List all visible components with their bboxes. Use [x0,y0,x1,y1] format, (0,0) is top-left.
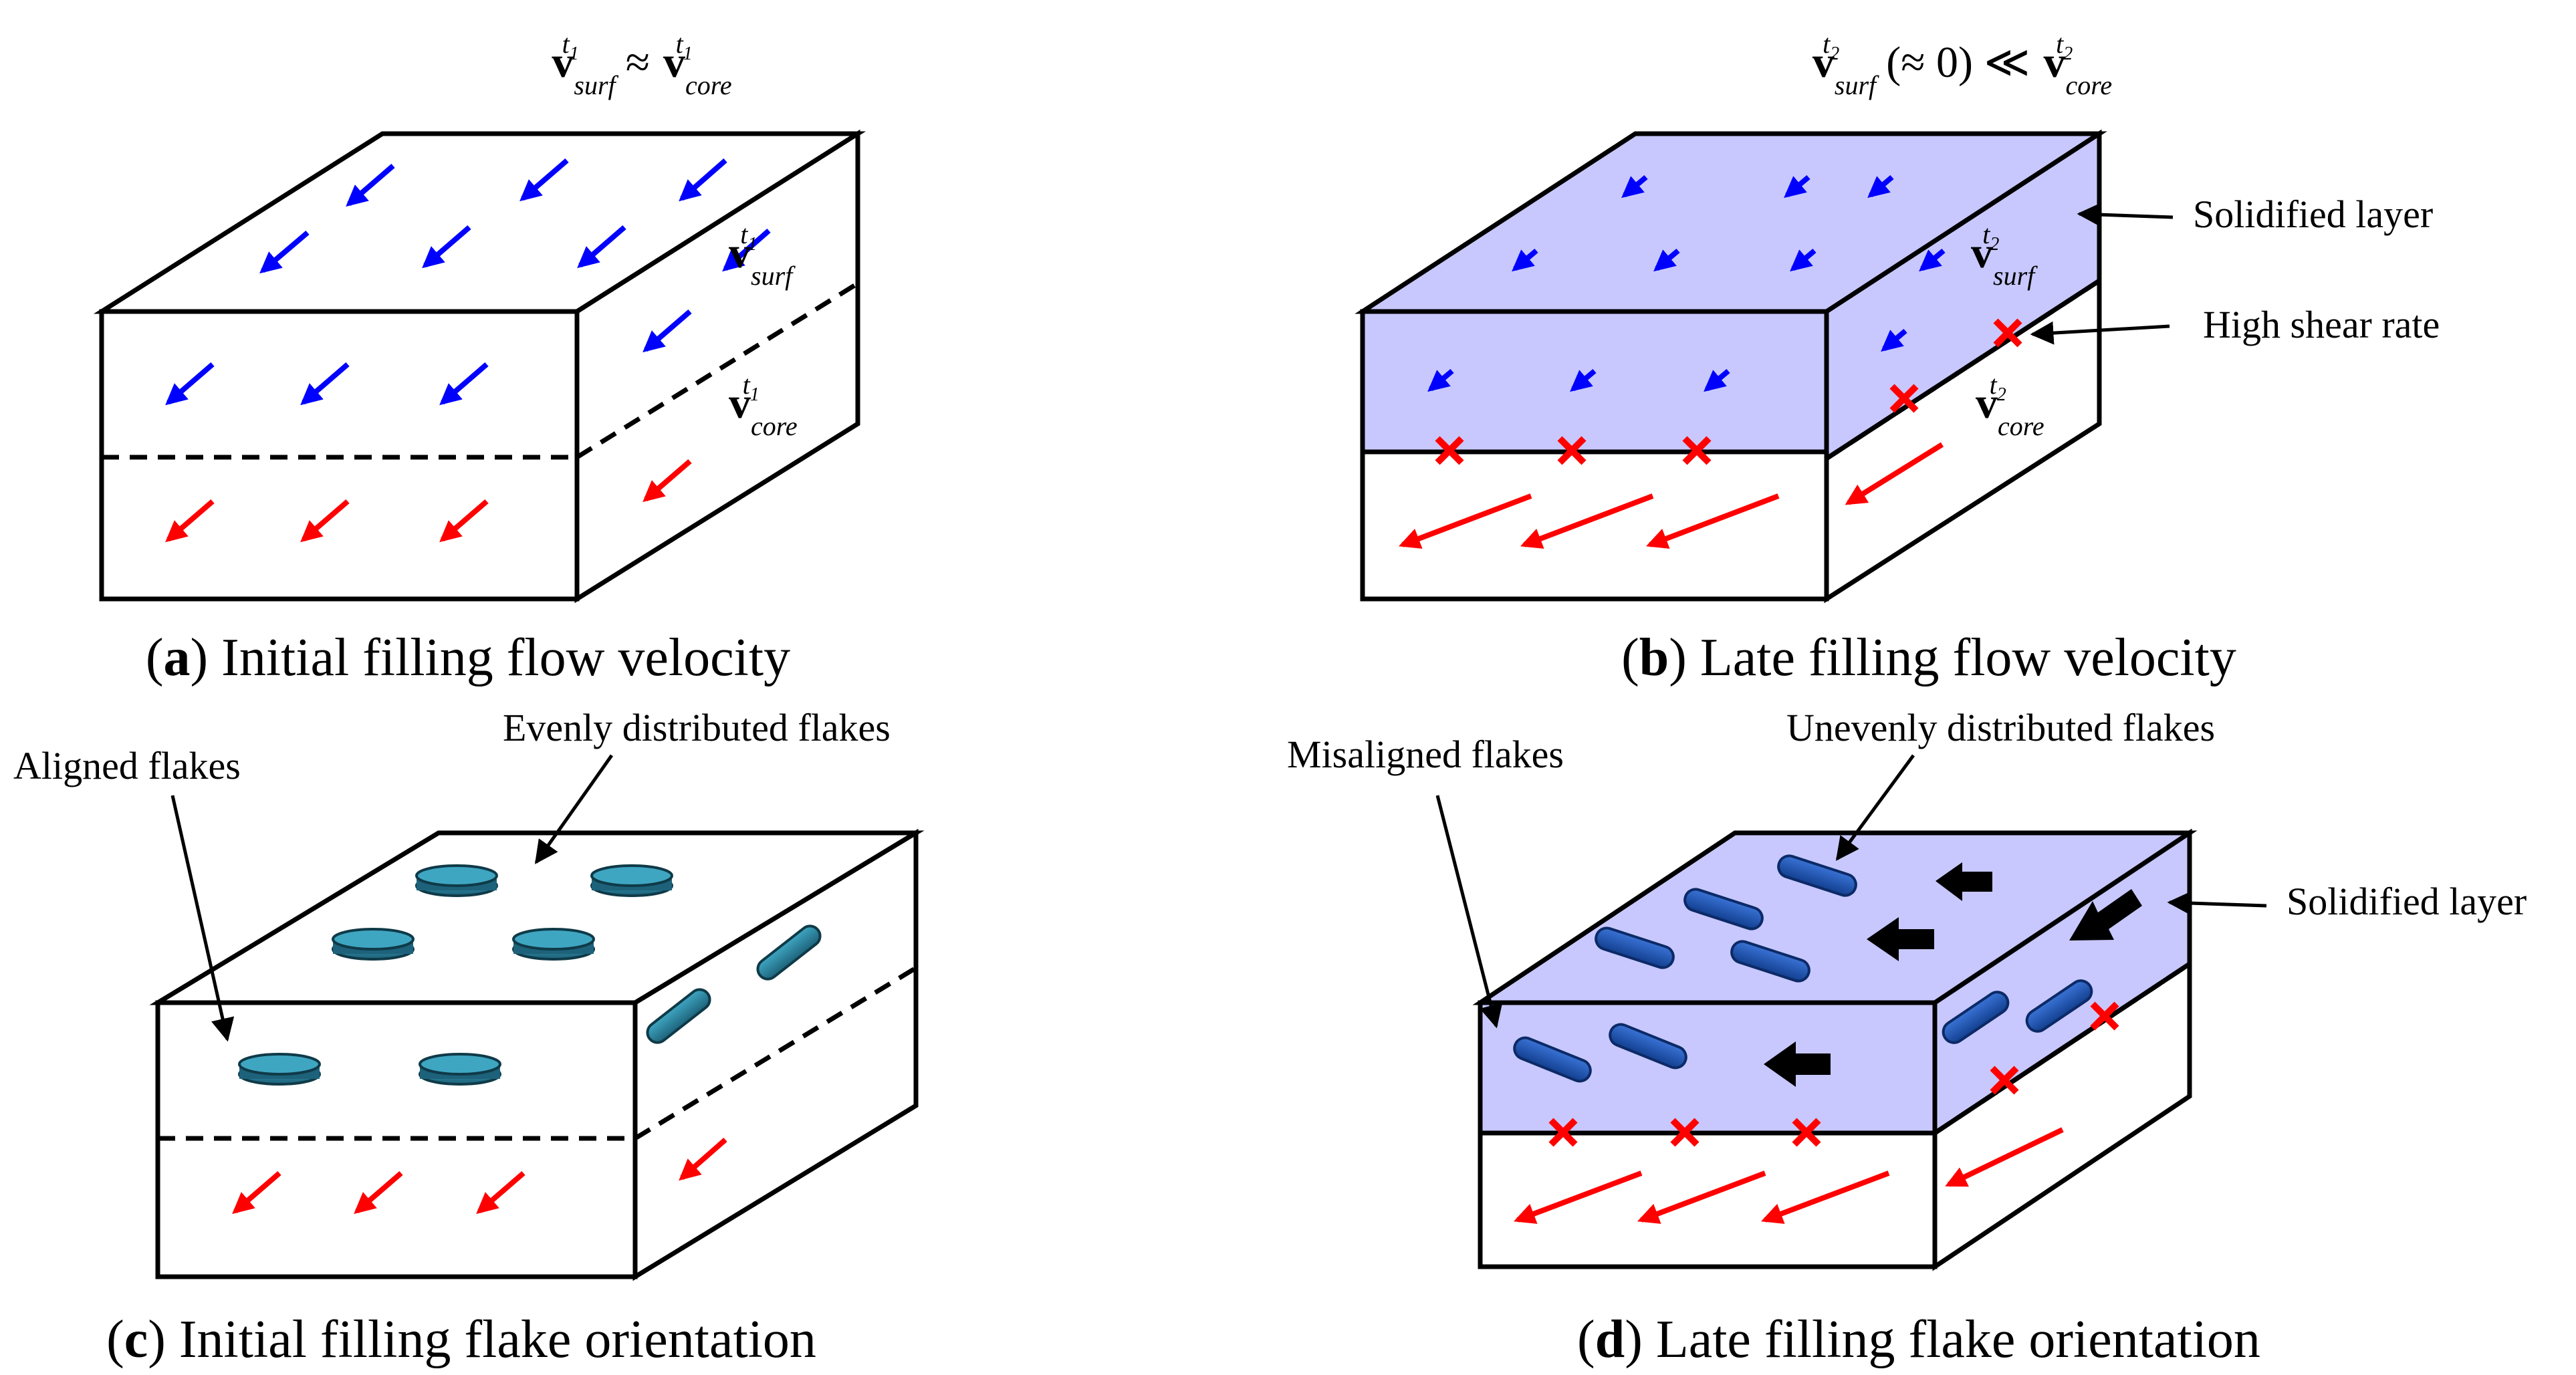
panel-d-unevenly-pointer [1835,754,1915,861]
panel-a-initial-filling-flow-velocity: vsurft1≈vcoret1 [93,29,866,687]
flake [2025,979,2093,1033]
panel-b-shear-label: High shear rate [2203,303,2440,346]
flake [1609,1023,1687,1070]
panel-d-misaligned-pointer [1435,795,1503,1029]
panel-c-core-arrows [232,1137,727,1215]
panel-b-solidified-pointer [2077,203,2174,227]
flake [1683,888,1764,930]
panel-d-flakes [1513,854,2093,1083]
panel-a-equation: vsurft1≈vcoret1 [552,29,731,100]
flake [415,864,498,897]
flake [238,1053,321,1086]
block-arrow [1764,1041,1831,1087]
panel-d-misaligned-label: Misaligned flakes [1287,733,1564,776]
flake [512,928,595,961]
panel-b-caption: (b) Late filling flow velocity [1621,628,2236,687]
flake [1942,991,2010,1044]
panel-c-evenly-pointer [534,754,614,864]
block-arrow [1867,917,1934,961]
panel-d-unevenly-label: Unevenly distributed flakes [1786,706,2215,749]
panel-a-box [93,129,866,604]
panel-b-solidified-label: Solidified layer [2193,193,2433,236]
panel-b-box [1355,129,2107,604]
panel-c-aligned-pointer [170,795,235,1042]
panel-d-late-filling-flake-orientation: Misaligned flakes Unevenly distributed f… [1287,706,2527,1369]
panel-d-side-dashed-divider [1934,962,2191,1135]
panel-a-core-label: vcoret1 [729,370,798,441]
panel-c-evenly-label: Evenly distributed flakes [503,706,891,749]
block-arrow [1936,862,1992,901]
panel-d-core-arrows [1514,1127,2064,1224]
panel-b-surface-arrows [1427,174,1946,392]
panel-b-late-filling-flow-velocity: vsurft2(≈ 0) ≪vcoret2 [1355,29,2440,687]
block-arrow [2069,889,2142,941]
flake [756,924,822,981]
flake [1595,926,1675,969]
panel-d-solidified-label: Solidified layer [2287,880,2527,923]
panel-b-equation: vsurft2(≈ 0) ≪vcoret2 [1812,29,2112,100]
panel-d-block-arrows [1764,862,2142,1087]
panel-c-initial-filling-flake-orientation: Aligned flakes Evenly distributed flakes… [13,706,925,1369]
panel-d-box [1472,828,2198,1271]
flake [646,988,711,1044]
panel-a-surf-label: vsurft1 [729,219,796,291]
panel-b-shear-pointer [2030,321,2170,345]
flake [1777,854,1857,897]
panel-b-core-arrows [1399,442,1944,549]
flake [419,1053,501,1086]
panel-b-shear-crosses [1435,318,2022,465]
flake [332,928,415,961]
panel-c-flakes [238,864,822,1086]
panel-c-caption: (c) Initial filling flake orientation [106,1310,816,1369]
panel-a-surface-arrows [165,158,771,406]
panel-a-core-arrows [165,459,692,543]
panel-c-aligned-label: Aligned flakes [13,744,241,787]
panel-b-core-label: vcoret2 [1976,370,2044,441]
panel-b-surf-label: vsurft2 [1971,219,2038,291]
panel-d-solidified-pointer [2167,891,2267,915]
panel-a-caption: (a) Initial filling flow velocity [146,628,790,687]
flake [590,864,673,897]
panel-d-caption: (d) Late filling flake orientation [1577,1310,2260,1369]
flake [1730,940,1810,983]
flake [1513,1036,1592,1083]
panel-d-shear-crosses [1548,1001,2119,1147]
